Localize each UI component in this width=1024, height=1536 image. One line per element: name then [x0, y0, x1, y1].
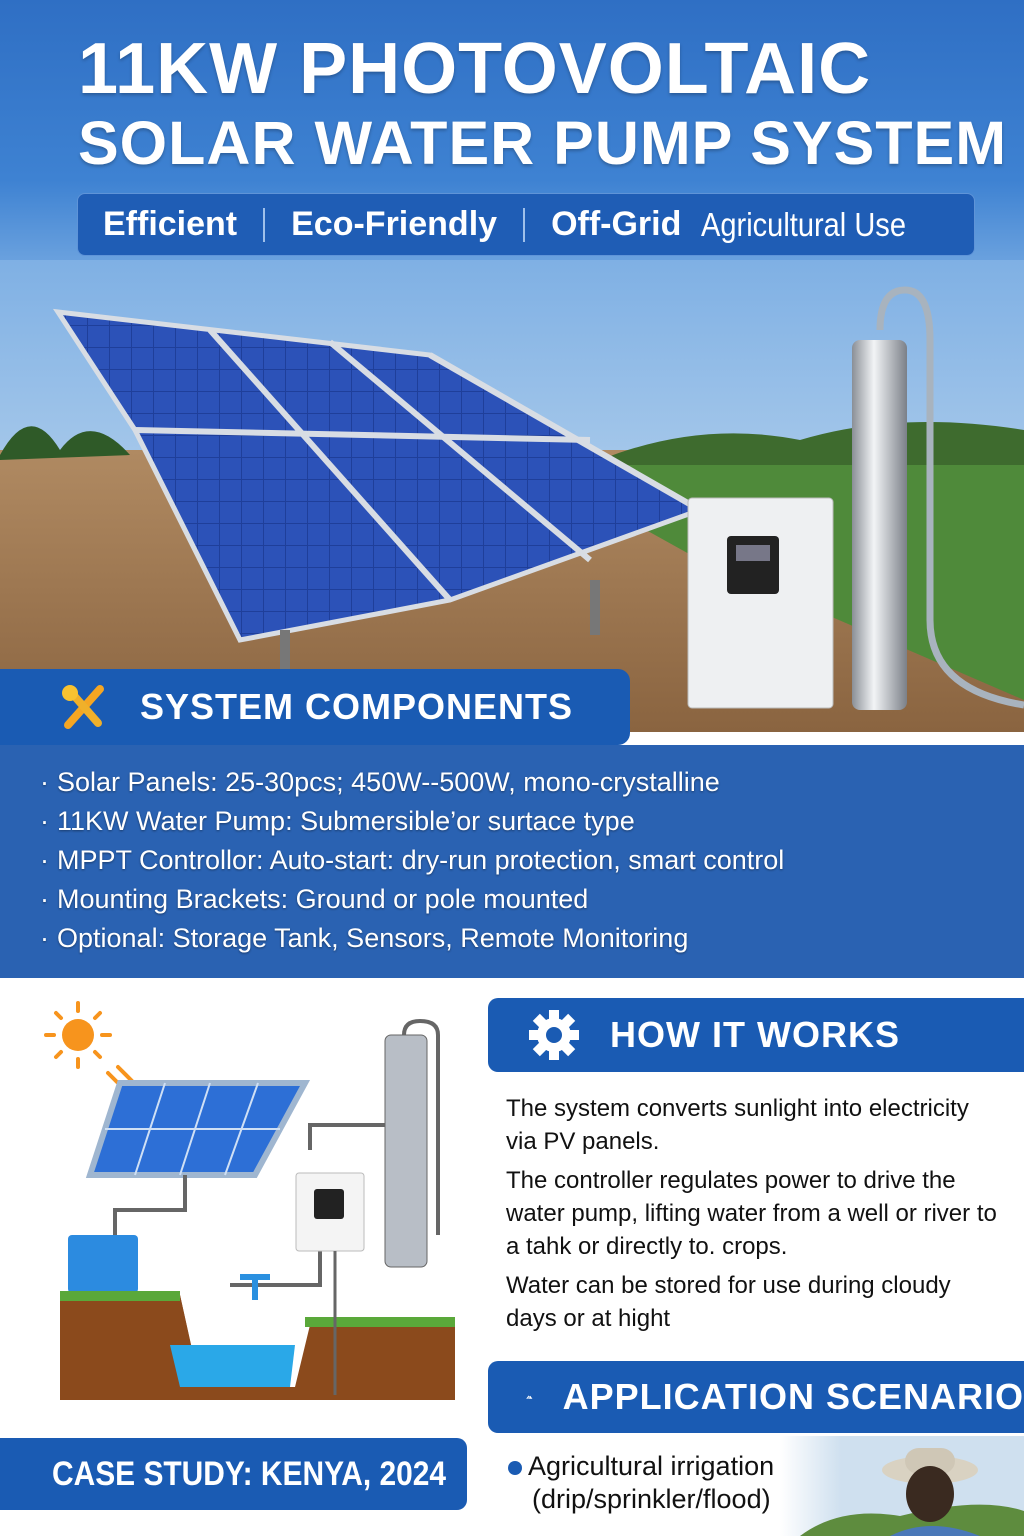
- feature-tags: Efficient Eco-Friendly Off-Grid Agricult…: [77, 193, 975, 256]
- solar-panel-array: [52, 308, 706, 690]
- application-detail: (drip/sprinkler/flood): [532, 1484, 771, 1514]
- title-line-1: 11KW PHOTOVOLTAIC: [78, 29, 872, 109]
- hero-photo: [0, 260, 1024, 732]
- application-banner: APPLICATION SCENARIO: [488, 1361, 1024, 1433]
- case-study-heading: CASE STUDY: KENYA, 2024: [52, 1454, 447, 1493]
- components-banner: SYSTEM COMPONENTS: [0, 669, 630, 745]
- diagram-pump: [384, 1034, 428, 1268]
- mountain-icon: [526, 1395, 533, 1399]
- tag-efficient: Efficient: [103, 205, 238, 243]
- faucet-icon: [240, 1274, 270, 1300]
- paragraph: The controller regulates power to drive …: [506, 1167, 997, 1260]
- paragraph: Water can be stored for use during cloud…: [506, 1272, 951, 1332]
- list-item: Mounting Brackets: Ground or pole mounte…: [40, 880, 1024, 919]
- divider: [263, 207, 266, 242]
- system-diagram: [44, 1001, 455, 1400]
- how-it-works-text: The system converts sunlight into electr…: [506, 1092, 1006, 1341]
- list-item: 11KW Water Pump: Submersible’or surtace …: [40, 802, 1024, 841]
- list-item: MPPT Controllor: Auto-start: dry-run pro…: [40, 841, 1024, 880]
- paragraph: The system converts sunlight into electr…: [506, 1095, 969, 1155]
- tools-icon: [62, 685, 104, 729]
- gear-icon: [529, 1010, 579, 1060]
- tag-off-grid: Off-Grid: [551, 205, 682, 243]
- components-heading: SYSTEM COMPONENTS: [140, 686, 574, 727]
- title-line-2: SOLAR WATER PUMP SYSTEM: [78, 109, 1008, 177]
- divider: [523, 207, 526, 242]
- application-heading: APPLICATION SCENARIO: [562, 1376, 1024, 1417]
- tag-eco-friendly: Eco-Friendly: [291, 205, 498, 243]
- application-label: Agricultural irrigation: [528, 1451, 775, 1481]
- submersible-pump: [852, 286, 1024, 710]
- farmer-photo: [780, 1436, 1024, 1536]
- list-item: Optional: Storage Tank, Sensors, Remote …: [40, 919, 1024, 958]
- battery-box: [68, 1235, 138, 1293]
- water: [170, 1345, 295, 1387]
- how-it-works-heading: HOW IT WORKS: [610, 1014, 900, 1055]
- case-study-banner: CASE STUDY: KENYA, 2024: [0, 1438, 467, 1510]
- components-list: Solar Panels: 25-30pcs; 450W--500W, mono…: [0, 745, 1024, 978]
- tag-agricultural: Agricultural Use: [701, 205, 907, 243]
- how-it-works-banner: HOW IT WORKS: [488, 998, 1024, 1072]
- controller-box: [687, 497, 834, 709]
- application-item: Agricultural irrigation (drip/sprinkler/…: [508, 1450, 774, 1516]
- sun-icon: [44, 1001, 134, 1089]
- list-item: Solar Panels: 25-30pcs; 450W--500W, mono…: [40, 763, 1024, 802]
- check-icon: [508, 1460, 522, 1475]
